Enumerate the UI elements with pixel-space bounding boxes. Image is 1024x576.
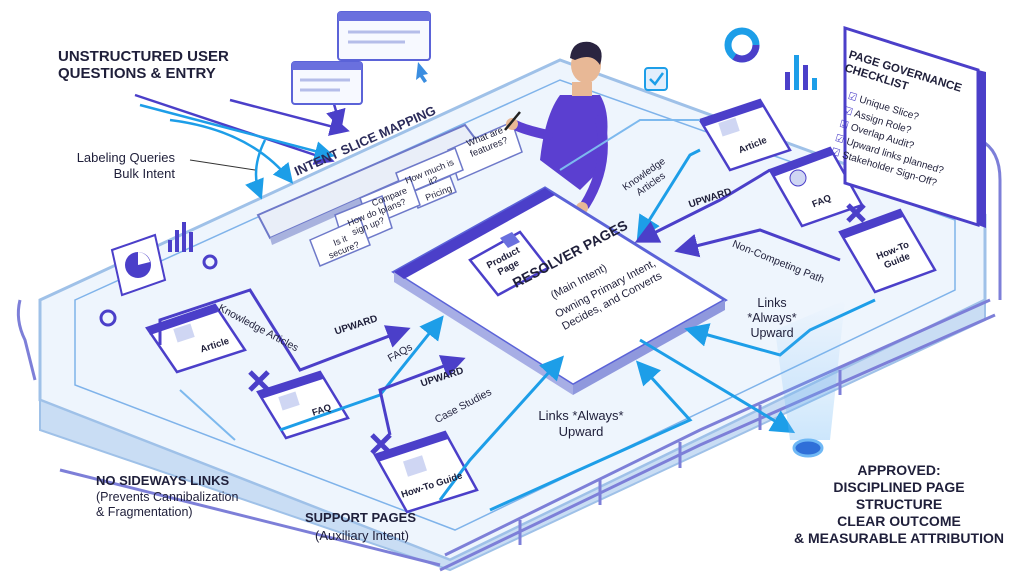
floating-window-top [337,11,431,83]
support-pages-subtitle: (Auxiliary Intent) [315,528,409,543]
approved-line-1: APPROVED: [857,462,941,478]
no-sideways-title: NO SIDEWAYS LINKS [96,473,230,488]
checklist-board [843,25,986,228]
approved-line-2: DISCIPLINED PAGE STRUCTURE [833,479,965,512]
no-sideways-subtitle: (Prevents Cannibalization & Fragmentatio… [96,490,239,519]
bar-chart-icon [168,222,193,252]
approved-block: APPROVED: DISCIPLINED PAGE STRUCTURE CLE… [790,462,1008,547]
floating-window-mid [291,61,363,105]
donut-chart-icon [724,27,760,63]
gear-icon [99,254,218,327]
incoming-arrows [134,89,350,200]
approved-line-3: CLEAR OUTCOME [837,513,961,529]
links-always-right: Links *Always* Upward [747,296,797,340]
railings [16,138,1002,572]
approval-portal [775,300,845,458]
approved-line-4: & MEASURABLE ATTRIBUTION [794,530,1004,546]
person-figure [504,41,608,223]
right-support-cards [698,98,937,294]
check-icon [644,67,668,91]
left-support-cards [145,303,479,514]
intent-mapping-board [256,120,523,267]
resolver-board [391,186,728,395]
bar-chart-icon-right [785,55,817,90]
unstructured-title: UNSTRUCTURED USER QUESTIONS & ENTRY [58,48,229,82]
labeling-label: Labeling Queries Bulk Intent [76,150,175,181]
links-always-bottom: Links *Always* Upward [538,408,624,439]
support-pages-title: SUPPORT PAGES [305,510,417,525]
pie-chart-icon [110,233,167,297]
